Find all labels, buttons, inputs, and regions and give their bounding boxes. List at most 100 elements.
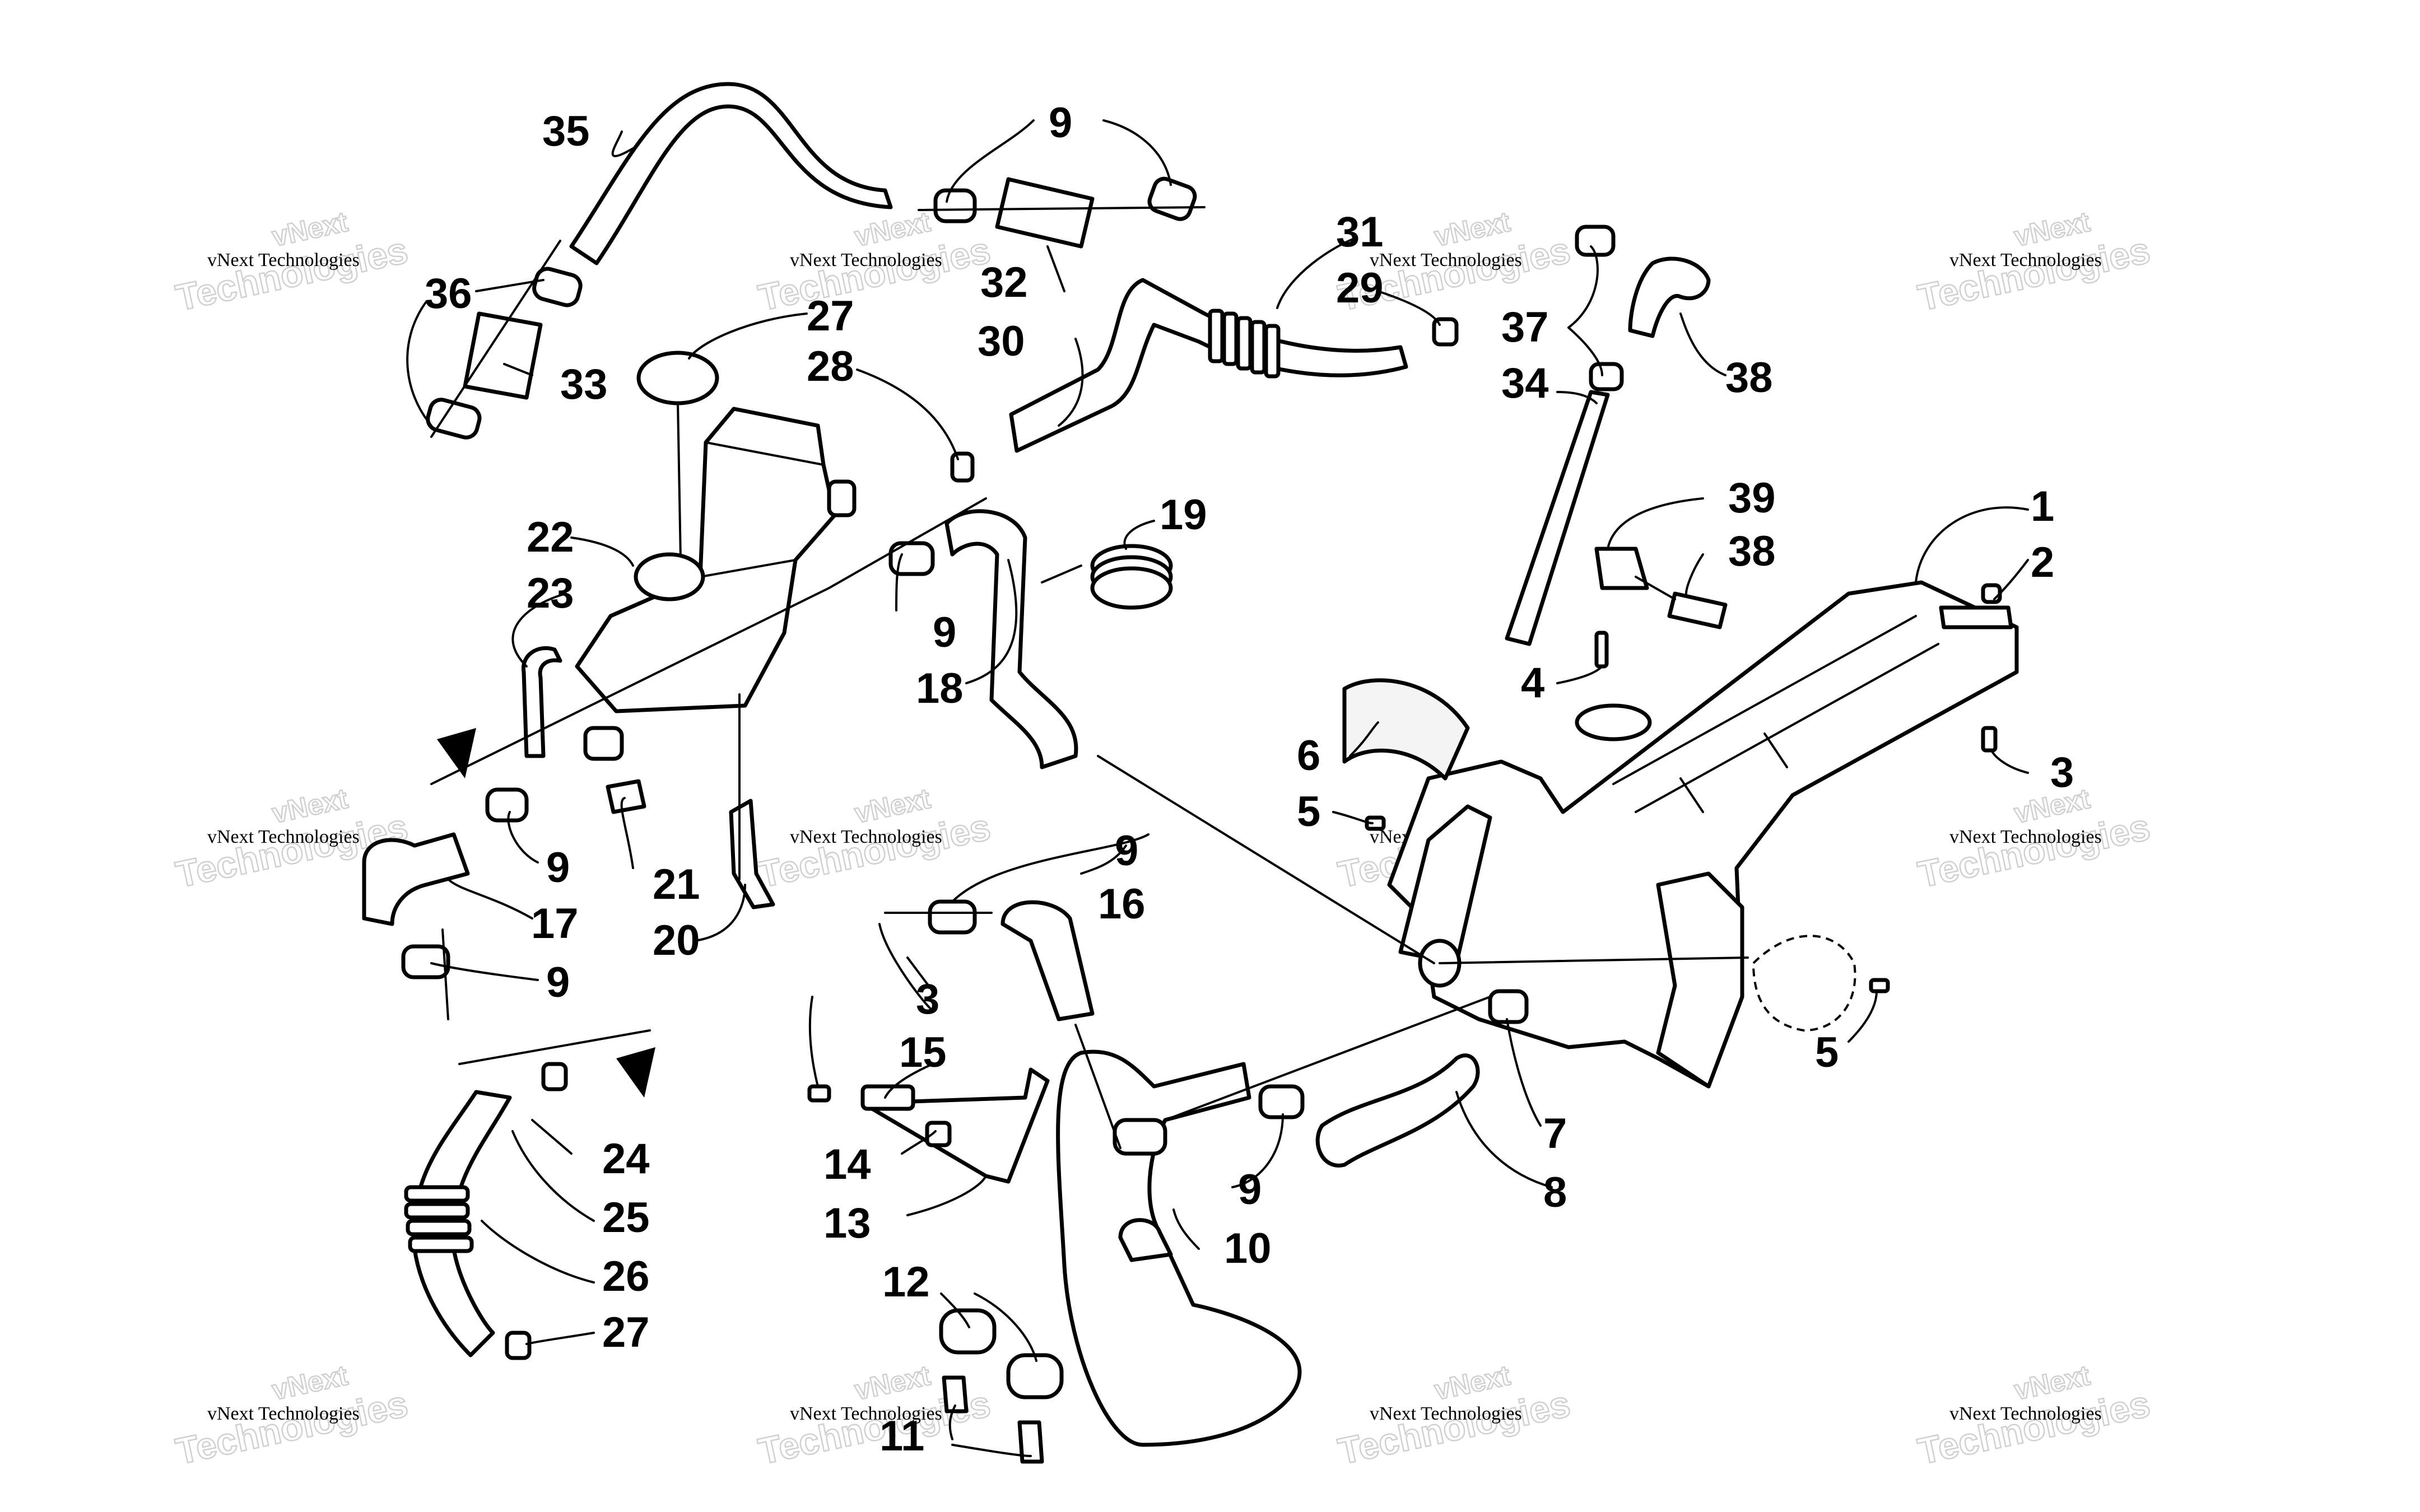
callout-10: 10 (1224, 1225, 1272, 1272)
clamp-9-left-upper (485, 787, 529, 823)
callout-20: 20 (653, 917, 700, 964)
callout-9-tank: 9 (933, 609, 956, 656)
callout-32-left: 33 (560, 361, 608, 408)
clamp-9-tank (888, 541, 935, 576)
leader-layer (406, 119, 2029, 1457)
callout-22: 22 (527, 514, 574, 561)
coupler-32-top (995, 177, 1095, 249)
hose-8 (1315, 1053, 1480, 1168)
hose-23 (522, 646, 562, 758)
screw-3-right (1981, 726, 1998, 753)
callout-11: 11 (879, 1412, 924, 1460)
callout-9-left-a: 9 (546, 844, 570, 892)
bolt-21 (606, 779, 646, 814)
callout-13: 13 (823, 1200, 871, 1247)
callout-31: 31 (1336, 208, 1384, 256)
hose-10-inlet (1118, 1218, 1173, 1262)
callout-27: 27 (602, 1309, 650, 1356)
callout-15: 15 (899, 1029, 947, 1076)
callout-29-left: 28 (807, 343, 854, 390)
callout-23: 23 (527, 570, 574, 617)
clamp-27 (505, 1331, 532, 1360)
clamp-9-hose10 (1113, 1118, 1167, 1156)
screw-3-lower (807, 1084, 831, 1103)
callout-5-left: 5 (1297, 788, 1320, 836)
clamp-7 (1488, 989, 1529, 1024)
watermark-small-text: vNext Technologies (790, 250, 942, 270)
callout-3-lower: 3 (916, 976, 939, 1023)
bolt-11-left (942, 1375, 969, 1413)
clamp-24 (541, 1062, 568, 1091)
watermark-small-text: vNext Technologies (1949, 827, 2102, 847)
bracket-37 (1594, 547, 1649, 590)
callout-18: 18 (916, 665, 964, 712)
hose-18 (944, 509, 1078, 769)
coupler-32-left (463, 311, 543, 400)
hose-35 (1505, 390, 1610, 646)
watermark-top-text: vNext (2012, 783, 2093, 829)
tank-lower-outlet (583, 726, 624, 761)
bellows-26 (404, 1185, 474, 1253)
washer-2-top (1981, 583, 2002, 604)
callout-5-right: 5 (1815, 1029, 1839, 1076)
watermark-small-text: vNext Technologies (207, 1403, 360, 1424)
direction-arrow-left (437, 728, 476, 778)
callout-25: 25 (602, 1194, 650, 1242)
callout-28: 27 (807, 292, 854, 340)
hose-30 (1009, 278, 1408, 453)
clamp-29-mid (950, 451, 975, 483)
bellows-31 (1208, 309, 1281, 379)
clamp-12-left (939, 1308, 997, 1355)
shield-5-dashed (1752, 935, 1856, 1032)
callout-1: 1 (2031, 483, 2054, 530)
watermark-small-text: vNext Technologies (1949, 250, 2102, 270)
pad-4 (1575, 703, 1652, 741)
elbow-39 (1628, 256, 1711, 338)
watermark-small-text: vNext Technologies (207, 827, 360, 847)
callout-7: 7 (1543, 1110, 1567, 1158)
bolt-11-right (1017, 1420, 1044, 1464)
callout-9-mid: 9 (1115, 827, 1138, 875)
callout-9-left-b: 9 (546, 959, 570, 1006)
watermark-small-text: vNext Technologies (207, 250, 360, 270)
watermark-small-text: vNext Technologies (790, 1403, 942, 1424)
hose-16 (1000, 900, 1095, 1021)
clamp-12-right (1006, 1353, 1064, 1399)
tank-filler-neck (634, 552, 705, 601)
clamp-34-lower (426, 398, 482, 440)
callout-14: 14 (823, 1141, 871, 1188)
callout-37: 39 (1728, 474, 1776, 522)
watermark-small-text: vNext Technologies (1370, 1403, 1522, 1424)
callout-32-top: 32 (980, 259, 1028, 306)
callout-6: 6 (1297, 732, 1320, 780)
nut-14 (925, 1121, 952, 1147)
frame-bracket-right (1656, 871, 1744, 1089)
callout-16: 16 (1098, 880, 1146, 928)
callout-12: 12 (882, 1258, 930, 1306)
parts-layer (362, 82, 2019, 1464)
pad-6 (1342, 678, 1470, 781)
hose-33 (569, 82, 893, 265)
watermark-small-text: vNext Technologies (1370, 250, 1522, 270)
radiator-cap-28 (636, 351, 719, 405)
callout-26: 26 (602, 1253, 650, 1300)
watermark-small-text: vNext Technologies (790, 827, 942, 847)
clamp-38-lower (1589, 362, 1624, 391)
bracket-20 (729, 799, 775, 909)
screw-4 (1594, 631, 1609, 669)
clamp-9-center (928, 899, 977, 935)
callout-4: 4 (1521, 659, 1544, 707)
callout-9-lower: 9 (1238, 1166, 1262, 1214)
callout-3-right: 3 (2050, 749, 2074, 796)
callout-8: 8 (1543, 1169, 1567, 1216)
hose-17 (362, 832, 470, 926)
clip-15 (860, 1084, 915, 1111)
callout-2: 2 (2031, 539, 2054, 586)
clamp-9-left-lower (401, 944, 450, 979)
